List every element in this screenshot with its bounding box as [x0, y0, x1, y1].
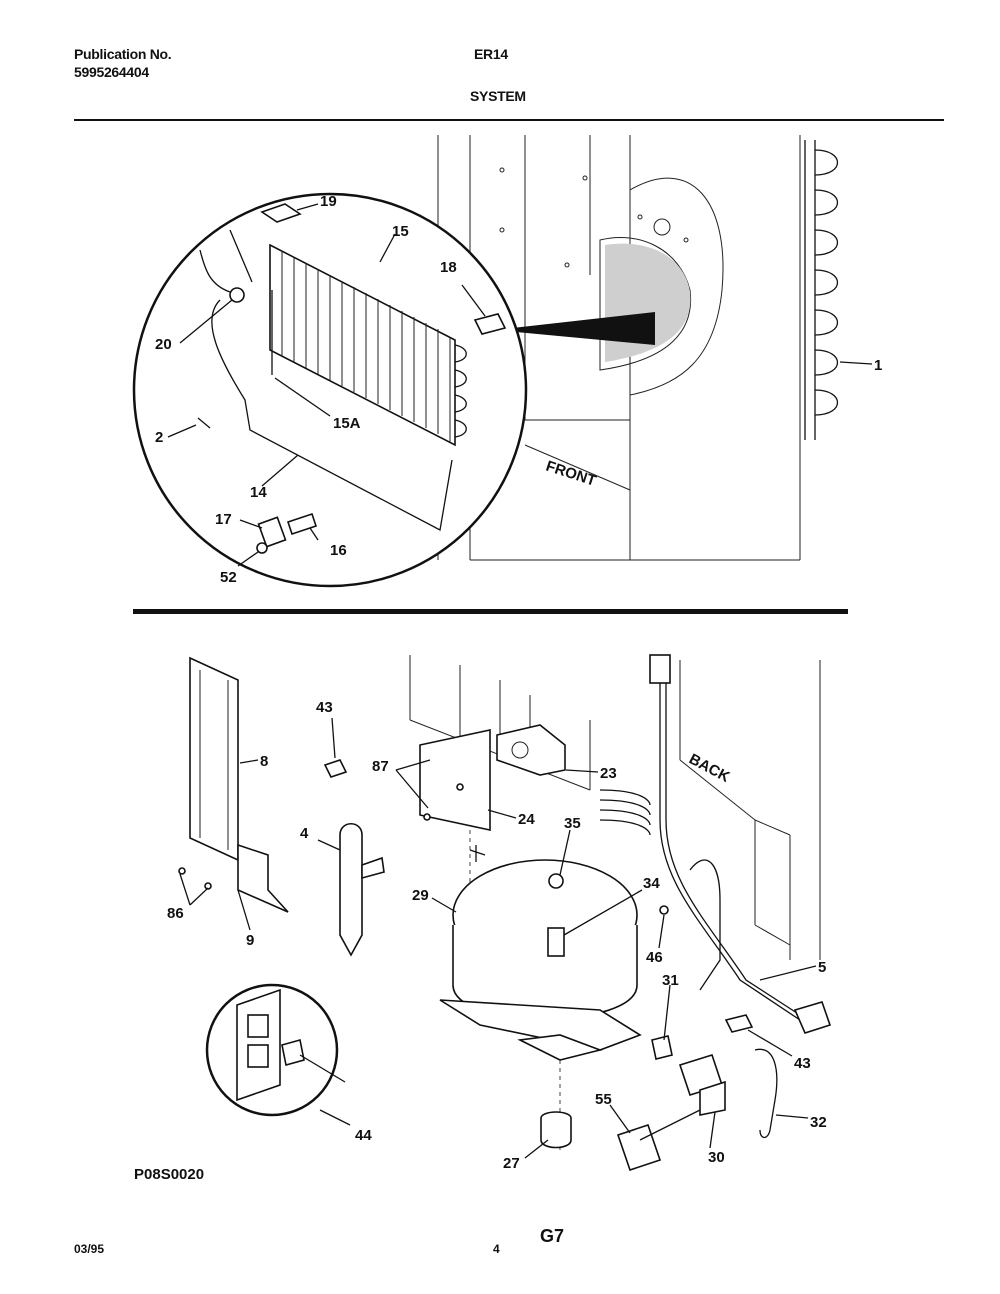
callout-2: 2	[155, 429, 163, 446]
section-divider	[133, 609, 848, 614]
part-23-timer	[419, 724, 566, 831]
callout-4: 4	[300, 825, 309, 842]
evaporator	[269, 243, 467, 447]
section-title: SYSTEM	[470, 88, 526, 104]
callout-46: 46	[646, 949, 663, 966]
cabinet-outline	[437, 135, 801, 561]
lower-leaders	[179, 717, 817, 1159]
callout-44: 44	[355, 1127, 372, 1144]
callout-23: 23	[600, 765, 617, 782]
part-43-clip-right	[724, 1014, 754, 1033]
callout-20: 20	[155, 336, 172, 353]
callout-15a: 15A	[333, 415, 361, 432]
callout-29: 29	[412, 887, 429, 904]
part-44-outlet	[236, 988, 346, 1102]
front-label: FRONT	[544, 458, 598, 490]
part-43-clip	[323, 759, 348, 778]
discharge-tube	[689, 859, 721, 991]
callout-43-top: 43	[316, 699, 333, 716]
callout-32: 32	[810, 1114, 827, 1131]
part-29-compressor	[439, 845, 642, 1061]
callout-9: 9	[246, 932, 254, 949]
back-label: BACK	[686, 751, 732, 786]
callout-86: 86	[167, 905, 184, 922]
callout-16: 16	[330, 542, 347, 559]
part-52-washer	[256, 542, 268, 554]
callout-27: 27	[503, 1155, 520, 1172]
diagram-code: P08S0020	[134, 1166, 205, 1183]
callout-35: 35	[564, 815, 581, 832]
callout-19: 19	[320, 193, 337, 210]
publication-label: Publication No.	[74, 46, 172, 62]
model-number: ER14	[474, 46, 508, 62]
part-46-screw	[659, 905, 669, 915]
part-31-overload	[651, 1035, 673, 1060]
callout-1: 1	[874, 357, 882, 374]
page-number: 4	[493, 1242, 500, 1256]
page-code: G7	[540, 1226, 565, 1246]
part-87-screw-b	[423, 813, 431, 821]
upper-leaders	[167, 203, 873, 567]
part-30-relay	[678, 1054, 726, 1116]
part-55-capacitor	[616, 1123, 662, 1172]
publication-number: 5995264404	[74, 64, 149, 80]
callout-87: 87	[372, 758, 389, 775]
callout-52: 52	[220, 569, 237, 586]
callout-5: 5	[818, 959, 826, 976]
part-32-wire	[754, 1048, 778, 1139]
callout-18: 18	[440, 259, 457, 276]
callout-8: 8	[260, 753, 268, 770]
part-4-drier	[339, 822, 385, 957]
revision-date: 03/95	[74, 1242, 105, 1256]
part-86-screw-a	[178, 867, 186, 875]
thermostat-sensor	[199, 229, 453, 531]
part-86-screw-b	[204, 882, 212, 890]
callout-14: 14	[250, 484, 267, 501]
part-2-screw	[197, 417, 211, 429]
projection-wedge	[495, 312, 655, 345]
part-5-power-cord	[599, 654, 832, 1034]
part-87-screw-a	[456, 783, 464, 791]
part-17-plate	[257, 516, 287, 548]
callout-34: 34	[643, 875, 660, 892]
part-9-bracket	[237, 843, 289, 913]
callout-24: 24	[518, 811, 535, 828]
header-rule	[74, 119, 944, 121]
part-19-block	[260, 203, 302, 223]
callout-15: 15	[392, 223, 409, 240]
upper-inset-circle	[132, 192, 528, 588]
part-8-panel	[189, 656, 239, 862]
part-27-grommet	[540, 1111, 572, 1149]
part-18-block	[473, 313, 507, 335]
callout-17: 17	[215, 511, 232, 528]
callout-43-right: 43	[794, 1055, 811, 1072]
part-16-bolt	[286, 512, 318, 536]
callout-31: 31	[662, 972, 679, 989]
callout-55: 55	[595, 1091, 612, 1108]
callout-30: 30	[708, 1149, 725, 1166]
condenser-coil	[804, 140, 839, 440]
